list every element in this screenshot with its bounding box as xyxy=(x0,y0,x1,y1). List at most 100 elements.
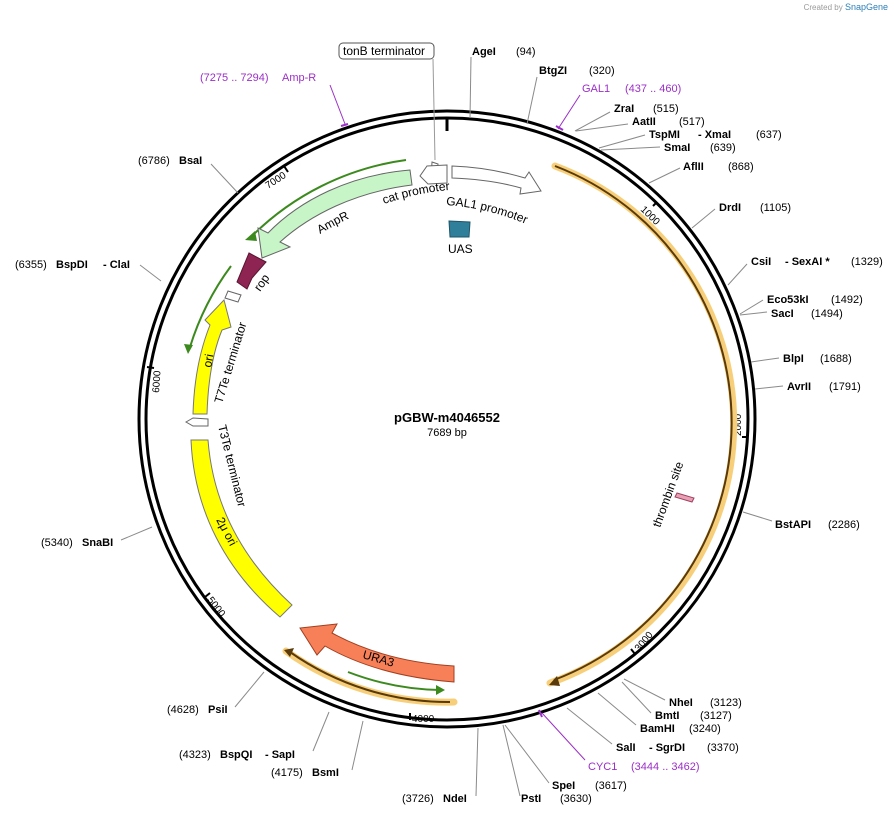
site-blpi[interactable]: BlpI(1688) xyxy=(783,353,852,365)
svg-text:SmaI: SmaI xyxy=(664,142,690,154)
svg-text:TspMI: TspMI xyxy=(649,129,680,141)
orf-ura3-arrowhead xyxy=(436,685,445,695)
orf-ura3-region-arrowhead xyxy=(284,648,294,657)
ruler-tick-3000 xyxy=(630,648,636,655)
svg-text:BspDI: BspDI xyxy=(56,259,88,271)
feature-rop[interactable] xyxy=(236,252,267,290)
tonb-leader xyxy=(432,58,436,161)
leader-psii xyxy=(234,671,265,708)
svg-text:BlpI: BlpI xyxy=(783,353,804,365)
site-psii[interactable]: (4628)PsiI xyxy=(167,704,228,716)
ruler xyxy=(146,165,748,720)
site-eco53ki[interactable]: Eco53kI(1492) xyxy=(767,294,863,306)
site-bamhi[interactable]: BamHI(3240) xyxy=(640,723,721,735)
svg-text:AvrII: AvrII xyxy=(787,381,811,393)
feature-gal1-promoter[interactable] xyxy=(451,165,542,195)
site-aflii[interactable]: AflII(868) xyxy=(683,161,754,173)
svg-text:BmtI: BmtI xyxy=(655,710,679,722)
leader-bsai xyxy=(210,163,239,194)
site-sali[interactable]: SalI- SgrDI(3370) xyxy=(616,742,739,754)
leader-agei xyxy=(469,56,472,119)
site-drdi[interactable]: DrdI(1105) xyxy=(719,202,791,214)
svg-text:PstI: PstI xyxy=(521,793,541,805)
site-aatii[interactable]: AatII(517) xyxy=(632,116,705,128)
leader-bamhi xyxy=(597,692,637,726)
site-bmti[interactable]: BmtI(3127) xyxy=(655,710,732,722)
svg-text:Amp-R: Amp-R xyxy=(282,72,316,84)
site-bsmi[interactable]: (4175)BsmI xyxy=(271,767,339,779)
primer-labels: GAL1(437 .. 460) CYC1(3444 .. 3462) (727… xyxy=(200,72,700,773)
svg-text:(6355): (6355) xyxy=(15,259,47,271)
orf-ampr xyxy=(249,159,407,239)
svg-text:(3123): (3123) xyxy=(710,697,742,709)
leader-bsmi xyxy=(351,720,364,771)
site-nhei[interactable]: NheI (3123) xyxy=(669,697,742,709)
feature-2mu-ori[interactable] xyxy=(190,439,293,618)
primer-cyc1[interactable]: CYC1(3444 .. 3462) xyxy=(588,761,700,773)
primer-gal1[interactable]: GAL1(437 .. 460) xyxy=(582,83,681,95)
site-btgzi[interactable]: BtgZI(320) xyxy=(539,65,615,77)
leader-tspmi xyxy=(598,134,646,149)
primer-gal1-leader xyxy=(557,94,581,130)
site-leaders xyxy=(120,56,784,797)
site-avrii[interactable]: AvrII(1791) xyxy=(787,381,861,393)
uas-label: UAS xyxy=(448,242,473,256)
svg-text:NheI: NheI xyxy=(669,697,693,709)
svg-text:PsiI: PsiI xyxy=(208,704,228,716)
site-bsai[interactable]: (6786)BsaI xyxy=(138,155,202,167)
site-csii[interactable]: CsiI- SexAI *(1329) xyxy=(751,256,883,268)
site-tspmi[interactable]: TspMI - XmaI (637) xyxy=(649,129,782,141)
feature-ura3[interactable] xyxy=(299,623,455,683)
svg-text:(515): (515) xyxy=(653,103,679,115)
feature-ori[interactable] xyxy=(192,299,232,415)
ruler-tick-1000 xyxy=(652,201,658,207)
ruler-label-2000: 2000 xyxy=(733,413,744,436)
site-bspqi[interactable]: (4323)BspQI- SapI xyxy=(179,749,295,761)
leader-aflii xyxy=(648,167,681,184)
svg-text:SnaBI: SnaBI xyxy=(82,537,113,549)
primer-ampr[interactable]: (7275 .. 7294) Amp-R xyxy=(200,72,316,84)
svg-text:AflII: AflII xyxy=(683,161,704,173)
snapgene-logo: SnapGene xyxy=(844,2,888,12)
feature-t3te-terminator[interactable] xyxy=(184,417,209,427)
feature-thrombin-site[interactable] xyxy=(674,492,695,503)
svg-text:(4175): (4175) xyxy=(271,767,303,779)
svg-text:(3617): (3617) xyxy=(595,780,627,792)
svg-text:- SgrDI: - SgrDI xyxy=(649,742,685,754)
leader-saci xyxy=(739,311,768,316)
site-saci[interactable]: SacI(1494) xyxy=(771,308,843,320)
svg-text:AatII: AatII xyxy=(632,116,656,128)
svg-text:- SexAI *: - SexAI * xyxy=(785,256,830,268)
leader-bstapi xyxy=(742,511,773,522)
site-snabi[interactable]: (5340)SnaBI xyxy=(41,537,113,549)
leader-bspqi xyxy=(312,711,330,752)
svg-text:GAL1: GAL1 xyxy=(582,83,610,95)
site-zrai[interactable]: ZraI(515) xyxy=(614,103,679,115)
site-bspdi[interactable]: (6355)BspDI- ClaI xyxy=(15,259,130,271)
ruler-tick-5000 xyxy=(204,592,211,598)
site-agei[interactable]: AgeI(94) xyxy=(472,46,536,58)
leader-spei xyxy=(504,724,550,784)
feature-cat-promoter[interactable] xyxy=(419,164,448,185)
svg-text:(637): (637) xyxy=(756,129,782,141)
svg-text:(94): (94) xyxy=(516,46,536,58)
svg-text:(7275 .. 7294): (7275 .. 7294) xyxy=(200,72,269,84)
leader-csii xyxy=(727,263,748,286)
plasmid-length: 7689 bp xyxy=(427,427,467,439)
site-smai[interactable]: SmaI(639) xyxy=(664,142,736,154)
svg-text:(1329): (1329) xyxy=(851,256,883,268)
feature-uas[interactable] xyxy=(448,220,471,238)
feature-ampr[interactable] xyxy=(257,169,413,259)
leader-bspdi xyxy=(139,264,162,282)
primer-cyc1-mark xyxy=(538,709,543,718)
svg-text:- XmaI: - XmaI xyxy=(698,129,731,141)
site-bstapi[interactable]: BstAPI(2286) xyxy=(775,519,860,531)
leader-btgzi xyxy=(526,76,538,125)
site-psti[interactable]: PstI(3630) xyxy=(521,793,592,805)
leader-ndei xyxy=(475,727,479,797)
feature-t7te-terminator[interactable] xyxy=(224,290,242,303)
leader-sali xyxy=(566,707,613,745)
site-ndei[interactable]: (3726)NdeI xyxy=(402,793,467,805)
svg-text:SpeI: SpeI xyxy=(552,780,575,792)
site-spei[interactable]: SpeI (3617) xyxy=(552,780,627,792)
